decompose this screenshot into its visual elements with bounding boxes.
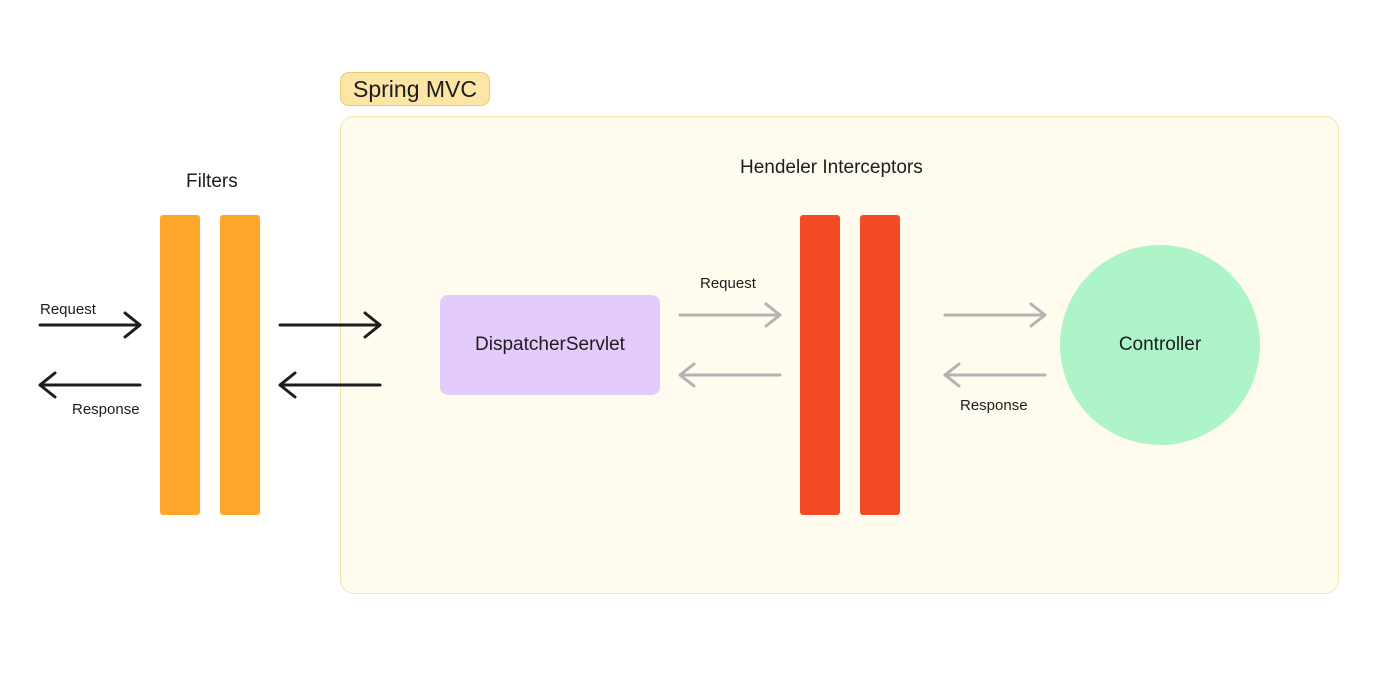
interceptor-to-controller-arrow <box>943 302 1047 328</box>
filters-title: Filters <box>186 171 238 192</box>
inner-arrows <box>678 302 1047 388</box>
client-request-label: Request <box>40 301 96 318</box>
filter-bar-2 <box>220 215 260 515</box>
controller-response-label: Response <box>960 397 1028 414</box>
mvc-to-filter-response-arrow <box>278 371 382 399</box>
filter-to-mvc-request-arrow <box>278 311 382 339</box>
client-request-arrow <box>38 311 142 339</box>
spring-mvc-label: Spring MVC <box>340 72 490 106</box>
interceptor-bar-1 <box>800 215 840 515</box>
client-response-arrow <box>38 371 142 399</box>
dispatcher-servlet-label: DispatcherServlet <box>475 334 625 355</box>
interceptor-to-dispatcher-arrow <box>678 362 782 388</box>
dispatcher-request-arrow <box>678 302 782 328</box>
controller-node: Controller <box>1060 245 1260 445</box>
client-response-label: Response <box>72 401 140 418</box>
outer-arrows <box>38 311 382 399</box>
filter-bar-1 <box>160 215 200 515</box>
interceptors-title: Hendeler Interceptors <box>740 157 923 178</box>
controller-label: Controller <box>1118 334 1202 355</box>
dispatcher-request-label: Request <box>700 275 756 292</box>
dispatcher-servlet-node: DispatcherServlet <box>440 295 660 395</box>
interceptor-bar-2 <box>860 215 900 515</box>
controller-response-arrow <box>943 362 1047 388</box>
